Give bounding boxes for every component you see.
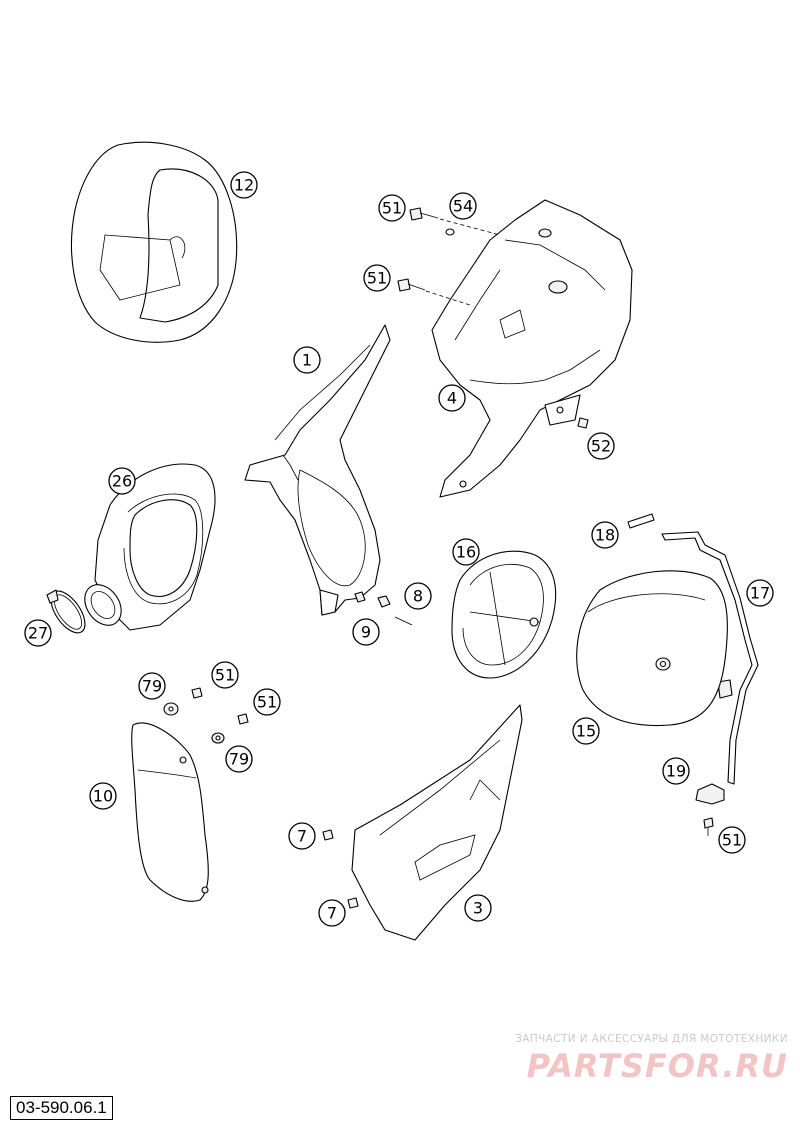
watermark-tagline: ЗАПЧАСТИ И АКСЕССУАРЫ ДЛЯ МОТОТЕХНИКИ — [515, 1033, 788, 1045]
callout-79-b: 79 — [225, 745, 253, 773]
callout-18: 18 — [591, 521, 619, 549]
callout-9-label: 9 — [361, 623, 371, 642]
callout-10: 10 — [89, 782, 117, 810]
callout-51-e: 51 — [718, 826, 746, 854]
callout-8-label: 8 — [413, 587, 423, 606]
callout-16-label: 16 — [456, 543, 476, 562]
callout-7-a-label: 7 — [297, 827, 307, 846]
fastener-group-bottom — [322, 829, 359, 909]
callout-10-label: 10 — [93, 787, 113, 806]
callout-51-d-label: 51 — [257, 693, 277, 712]
callout-79-b-label: 79 — [229, 750, 249, 769]
part-19-bracket — [695, 783, 725, 836]
callout-27-label: 27 — [28, 624, 48, 643]
callout-51-a-label: 51 — [382, 199, 402, 218]
callout-51-b: 51 — [363, 264, 391, 292]
callout-16: 16 — [452, 538, 480, 566]
callout-52: 52 — [587, 432, 615, 460]
callout-15-label: 15 — [576, 722, 596, 741]
callout-52-label: 52 — [591, 437, 611, 456]
callout-51-c-label: 51 — [215, 666, 235, 685]
callout-7-b-label: 7 — [327, 904, 337, 923]
callout-9: 9 — [352, 618, 380, 646]
callout-51-d: 51 — [253, 688, 281, 716]
fastener-group-left — [163, 687, 249, 744]
part-3-side-cover-right — [351, 704, 523, 941]
callout-26: 26 — [108, 467, 136, 495]
part-12-airbox-cover — [70, 141, 238, 343]
part-10-side-cover-left — [131, 722, 209, 902]
watermark-logo: PARTSFOR.RU — [526, 1047, 788, 1085]
callout-17-label: 17 — [750, 584, 770, 603]
callout-8: 8 — [404, 582, 432, 610]
part-15-air-filter — [576, 570, 728, 727]
callout-12: 12 — [230, 171, 258, 199]
callout-18-label: 18 — [595, 526, 615, 545]
callout-27: 27 — [24, 619, 52, 647]
part-26-airbox-sleeve — [84, 463, 216, 631]
part-27-hose-clamp — [46, 589, 86, 634]
part-17-filter-holder — [661, 531, 759, 785]
callout-7-a: 7 — [288, 822, 316, 850]
callout-51-a: 51 — [378, 194, 406, 222]
part-4-rear-fender — [431, 199, 633, 498]
part-1-airbox-frame — [244, 324, 391, 616]
callout-3-label: 3 — [473, 899, 483, 918]
part-16-filter-cage — [451, 550, 557, 679]
callout-4: 4 — [438, 384, 466, 412]
callout-1: 1 — [293, 346, 321, 374]
callout-51-b-label: 51 — [367, 269, 387, 288]
callout-51-e-label: 51 — [722, 831, 742, 850]
callout-4-label: 4 — [447, 389, 457, 408]
callout-79-a-label: 79 — [142, 677, 162, 696]
callout-1-label: 1 — [302, 351, 312, 370]
callout-79-a: 79 — [138, 672, 166, 700]
callout-12-label: 12 — [234, 176, 254, 195]
callout-19: 19 — [662, 757, 690, 785]
fastener-group-top — [397, 207, 589, 429]
diagram-code: 03-590.06.1 — [10, 1096, 113, 1120]
callout-54-label: 54 — [453, 197, 473, 216]
callout-3: 3 — [464, 894, 492, 922]
callout-26-label: 26 — [112, 472, 132, 491]
callout-54: 54 — [449, 192, 477, 220]
callout-7-b: 7 — [318, 899, 346, 927]
callout-17: 17 — [746, 579, 774, 607]
callout-15: 15 — [572, 717, 600, 745]
part-8-9-fastener — [354, 591, 413, 626]
callout-19-label: 19 — [666, 762, 686, 781]
part-18-pin — [627, 513, 655, 529]
callout-51-c: 51 — [211, 661, 239, 689]
watermark: ЗАПЧАСТИ И АКСЕССУАРЫ ДЛЯ МОТОТЕХНИКИ PA… — [515, 1033, 788, 1085]
